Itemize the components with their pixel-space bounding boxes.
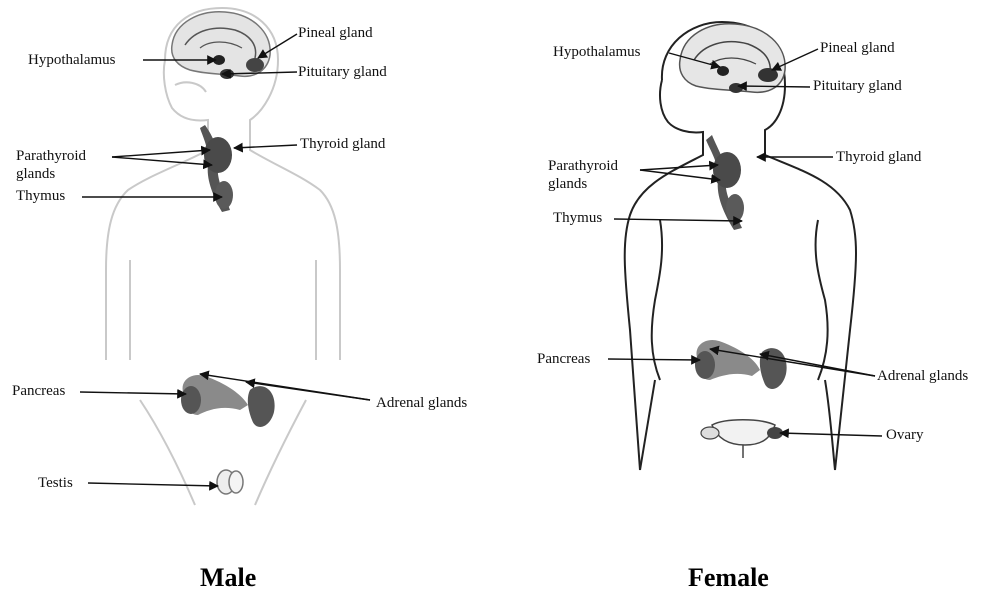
female-parathyroid-pointer-a <box>640 165 718 170</box>
female-hypothalamus-label: Hypothalamus <box>553 44 641 61</box>
male-caption: Male <box>200 563 256 593</box>
female-adrenal-label: Adrenal glands <box>877 368 968 385</box>
male-parathyroid-label-line1: Parathyroid <box>16 148 86 165</box>
male-thymus-label: Thymus <box>16 188 65 205</box>
male-thyroid-pointer <box>234 145 297 148</box>
female-thyroid-label: Thyroid gland <box>836 149 921 166</box>
male-pointers <box>80 34 370 486</box>
female-caption: Female <box>688 563 769 593</box>
female-pituitary-label: Pituitary gland <box>813 78 902 95</box>
male-pineal-label: Pineal gland <box>298 25 373 42</box>
female-pineal-label: Pineal gland <box>820 40 895 57</box>
male-thyroid-label: Thyroid gland <box>300 136 385 153</box>
male-parathyroid-pointer-b <box>112 157 212 165</box>
male-body <box>106 8 340 505</box>
female-pointers <box>608 49 882 436</box>
male-testis-pointer <box>88 483 218 486</box>
male-pancreas-pointer <box>80 392 186 394</box>
male-adrenal-label: Adrenal glands <box>376 395 467 412</box>
female-parathyroid-label-line1: Parathyroid <box>548 158 618 175</box>
male-pancreas-label: Pancreas <box>12 383 65 400</box>
female-thymus-label: Thymus <box>553 210 602 227</box>
female-pancreas-pointer <box>608 359 700 360</box>
male-testis-label: Testis <box>38 475 73 492</box>
male-pituitary-label: Pituitary gland <box>298 64 387 81</box>
male-hypothalamus-label: Hypothalamus <box>28 52 116 69</box>
female-parathyroid-label-line2: glands <box>548 176 587 193</box>
female-parathyroid-pointer-b <box>640 170 720 180</box>
female-brain <box>680 24 786 93</box>
female-pancreas-label: Pancreas <box>537 351 590 368</box>
female-ovary-label: Ovary <box>886 427 924 444</box>
male-parathyroid-label-line2: glands <box>16 166 55 183</box>
female-pituitary-pointer <box>738 86 810 87</box>
female-thymus-pointer <box>614 219 742 221</box>
